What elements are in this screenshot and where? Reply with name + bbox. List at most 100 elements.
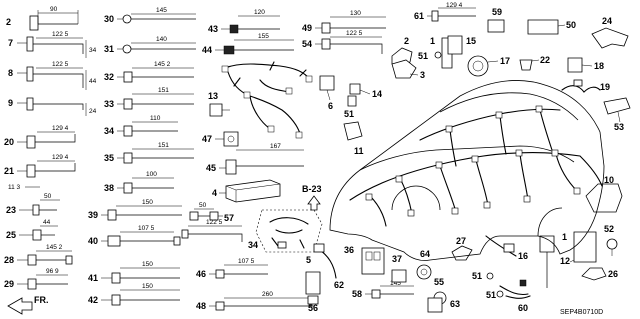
part-41: 41 150 bbox=[88, 261, 180, 284]
callout-50: 50 bbox=[566, 20, 576, 30]
dim-31: 140 bbox=[156, 36, 167, 43]
dim-8: 122 5 bbox=[52, 61, 69, 68]
callout-24: 24 bbox=[602, 16, 612, 26]
part-35: 35 151 bbox=[104, 142, 194, 164]
part-17: 17 bbox=[467, 55, 510, 77]
callout-35: 35 bbox=[104, 153, 114, 163]
part-50: 50 bbox=[527, 19, 576, 35]
part-61: 61 129 4 bbox=[414, 2, 476, 22]
callout-43: 43 bbox=[208, 24, 218, 34]
callout-10: 10 bbox=[604, 175, 614, 185]
part-2: 2 90 bbox=[6, 6, 79, 31]
part-4: 4 bbox=[212, 179, 281, 203]
callout-32: 32 bbox=[104, 72, 114, 82]
callout-26: 26 bbox=[608, 269, 618, 279]
callout-44: 44 bbox=[202, 45, 212, 55]
part-59: 59 bbox=[487, 7, 505, 33]
front-arrow: FR. bbox=[7, 295, 49, 315]
part-5: 5 bbox=[306, 243, 337, 279]
callout-27: 27 bbox=[456, 236, 466, 246]
body-wire-harness bbox=[349, 105, 603, 227]
dim2-8: 44 bbox=[89, 78, 97, 85]
callout-55: 55 bbox=[434, 277, 444, 287]
part-52: 52 bbox=[604, 224, 618, 256]
dim-38: 100 bbox=[146, 171, 157, 178]
callout-37: 37 bbox=[392, 254, 402, 264]
part-29: 29 96 9 bbox=[4, 268, 68, 290]
diagram-ref-code: SEP4B0710D bbox=[560, 309, 603, 316]
dim2-21: 11 3 bbox=[8, 184, 21, 191]
part-34b: 122 5 34 bbox=[181, 219, 258, 250]
dim-2: 90 bbox=[50, 6, 58, 13]
callout-22: 22 bbox=[540, 55, 550, 65]
part-51d: 51 bbox=[472, 271, 494, 281]
callout-12: 12 bbox=[560, 256, 570, 266]
part-40: 40 107 5 bbox=[88, 225, 181, 247]
callout-51c: 51 bbox=[486, 290, 496, 300]
callout-40: 40 bbox=[88, 236, 98, 246]
part-51a: 51 bbox=[344, 95, 357, 119]
dim-57: 50 bbox=[199, 202, 207, 209]
part-9: 9 24 bbox=[8, 97, 97, 116]
part-21: 21 129 4 11 3 bbox=[4, 154, 76, 191]
callout-48: 48 bbox=[196, 301, 206, 311]
part-34a: 34 110 bbox=[104, 115, 178, 137]
callout-21: 21 bbox=[4, 166, 14, 176]
part-54: 54 122 5 bbox=[302, 30, 383, 54]
callout-64: 64 bbox=[420, 249, 430, 259]
part-57: 50 57 bbox=[189, 202, 234, 223]
part-63: 63 bbox=[427, 297, 460, 313]
callout-4: 4 bbox=[212, 188, 217, 198]
dim-33: 151 bbox=[158, 87, 169, 94]
part-36: 36 bbox=[344, 245, 385, 275]
callout-1a: 1 bbox=[430, 36, 435, 46]
part-43: 43 120 bbox=[208, 9, 280, 34]
dim-39: 150 bbox=[142, 199, 153, 206]
part-24: 24 bbox=[591, 16, 629, 49]
part-38: 38 100 bbox=[104, 171, 174, 194]
dim-25: 44 bbox=[43, 219, 51, 226]
part-7: 7 122 5 34 bbox=[8, 31, 97, 58]
dim2-9: 24 bbox=[89, 108, 97, 115]
dim-32: 145 2 bbox=[154, 61, 171, 68]
callout-16: 16 bbox=[518, 251, 528, 261]
part-48: 48 260 bbox=[196, 291, 314, 311]
part-1b: 1 bbox=[539, 232, 567, 288]
section-reference: B-23 bbox=[302, 184, 322, 211]
part-47: 47 bbox=[202, 131, 239, 147]
dim-29: 96 9 bbox=[46, 268, 59, 275]
callout-52: 52 bbox=[604, 224, 614, 234]
callout-51b: 51 bbox=[418, 51, 428, 61]
callout-62: 62 bbox=[334, 280, 344, 290]
part-62: 62 bbox=[305, 271, 344, 295]
part-20: 20 129 4 bbox=[4, 125, 76, 149]
part-14: 14 bbox=[349, 83, 382, 99]
callout-38: 38 bbox=[104, 183, 114, 193]
callout-51d: 51 bbox=[472, 271, 482, 281]
part-64: 64 bbox=[416, 249, 432, 280]
callout-18: 18 bbox=[594, 61, 604, 71]
dim-54: 122 5 bbox=[346, 30, 363, 37]
part-15: 15 bbox=[447, 35, 476, 55]
dim-48: 260 bbox=[262, 291, 273, 298]
dim-20: 129 4 bbox=[52, 125, 69, 132]
callout-17: 17 bbox=[500, 56, 510, 66]
front-label: FR. bbox=[34, 295, 49, 305]
part-51c: 51 bbox=[486, 290, 504, 300]
callout-2: 2 bbox=[6, 17, 11, 27]
part-22: 22 bbox=[519, 55, 550, 71]
callout-29: 29 bbox=[4, 279, 14, 289]
callout-59: 59 bbox=[492, 7, 502, 17]
part-12: 12 bbox=[560, 231, 597, 266]
dim-34: 110 bbox=[150, 115, 161, 122]
callout-56: 56 bbox=[308, 303, 318, 313]
part-30: 30 145 bbox=[104, 7, 196, 24]
callout-8: 8 bbox=[8, 68, 13, 78]
callout-7: 7 bbox=[8, 38, 13, 48]
section-ref: B-23 bbox=[302, 184, 322, 194]
callout-34: 34 bbox=[104, 126, 114, 136]
callout-42: 42 bbox=[88, 295, 98, 305]
callout-34b: 34 bbox=[248, 240, 258, 250]
callout-20: 20 bbox=[4, 137, 14, 147]
dim-61: 129 4 bbox=[446, 2, 463, 9]
